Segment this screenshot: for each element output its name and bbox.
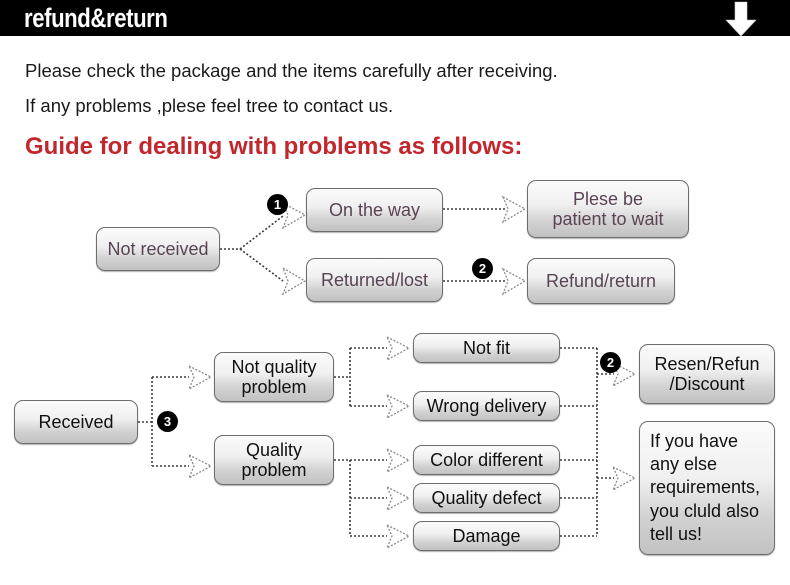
box-additional-requirements-line1: If you have bbox=[650, 430, 739, 451]
box-on-the-way[interactable]: On the way bbox=[306, 188, 443, 232]
intro-line-2: If any problems ,plese feel tree to cont… bbox=[25, 95, 394, 116]
box-returned-lost[interactable]: Returned/lost bbox=[306, 258, 443, 302]
box-quality-problem[interactable]: Quality problem bbox=[214, 435, 334, 485]
badge-2-section-1: 2 bbox=[472, 258, 493, 279]
box-plese-be-patient-line2: patient to wait bbox=[552, 209, 664, 229]
box-not-received[interactable]: Not received bbox=[96, 227, 220, 271]
box-additional-requirements-line4: you cluld also bbox=[650, 500, 760, 521]
box-additional-requirements[interactable]: If you have any else requirements, you c… bbox=[639, 421, 775, 555]
box-not-quality-problem[interactable]: Not quality problem bbox=[214, 352, 334, 402]
box-additional-requirements-line2: any else bbox=[650, 453, 718, 474]
box-plese-be-patient-line1: Plese be bbox=[572, 188, 644, 209]
box-resend-refund-discount-line2: /Discount bbox=[669, 374, 745, 394]
box-resend-refund-discount-line1: Resen/Refun bbox=[654, 353, 760, 374]
down-arrow-icon bbox=[725, 1, 757, 37]
box-plese-be-patient[interactable]: Plese be patient to wait bbox=[527, 180, 689, 238]
intro-line-1: Please check the package and the items c… bbox=[25, 60, 558, 81]
box-additional-requirements-line5: tell us! bbox=[650, 524, 703, 545]
box-additional-requirements-line3: requirements, bbox=[650, 477, 761, 498]
guide-heading: Guide for dealing with problems as follo… bbox=[25, 133, 523, 160]
box-resend-refund-discount[interactable]: Resen/Refun /Discount bbox=[639, 344, 775, 404]
box-quality-defect[interactable]: Quality defect bbox=[413, 483, 560, 513]
page-title: refund&return bbox=[24, 3, 168, 33]
box-not-quality-problem-line1: Not quality bbox=[231, 356, 317, 377]
badge-3: 3 bbox=[157, 411, 178, 432]
box-refund-return[interactable]: Refund/return bbox=[527, 258, 675, 304]
badge-1: 1 bbox=[267, 194, 288, 215]
box-received[interactable]: Received bbox=[14, 400, 138, 444]
box-not-quality-problem-line2: problem bbox=[241, 377, 307, 397]
box-damage[interactable]: Damage bbox=[413, 521, 560, 551]
box-quality-problem-line1: Quality bbox=[245, 439, 303, 460]
box-not-fit[interactable]: Not fit bbox=[413, 333, 560, 363]
box-wrong-delivery[interactable]: Wrong delivery bbox=[413, 391, 560, 421]
box-quality-problem-line2: problem bbox=[241, 460, 307, 480]
box-color-different[interactable]: Color different bbox=[413, 445, 560, 475]
header-bar: refund&return bbox=[0, 0, 790, 37]
badge-2-section-2: 2 bbox=[600, 352, 621, 373]
